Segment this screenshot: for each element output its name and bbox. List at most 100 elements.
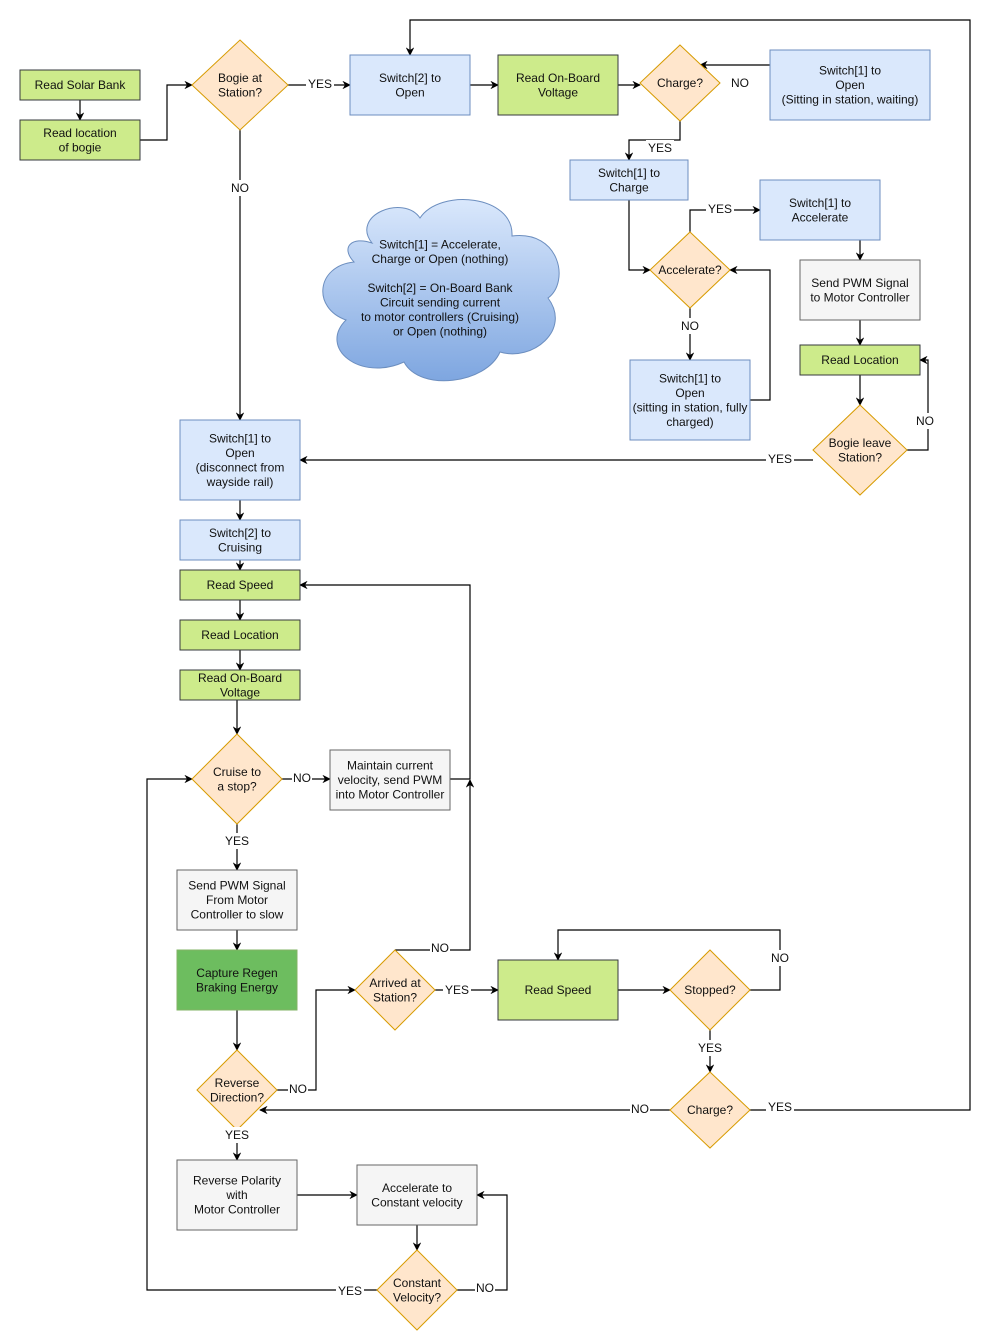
- bogie-leave-station-text: Station?: [838, 450, 882, 464]
- accelerate-q-text: Accelerate?: [658, 263, 722, 277]
- constant-velocity-text: Velocity?: [393, 1290, 441, 1304]
- connector-arrow: [146, 774, 377, 1291]
- bogie-at-station-text: Station?: [218, 85, 262, 99]
- edge-label-bg: [306, 76, 334, 92]
- note-cloud-text: Circuit sending current: [380, 296, 501, 310]
- edge-label-bg: [680, 318, 700, 334]
- connector-arrow: [907, 355, 929, 451]
- edge-label-bg: [430, 940, 450, 956]
- edge-label-bg: [630, 1101, 650, 1117]
- read-onboard-voltage-main-text: Voltage: [220, 685, 260, 699]
- send-pwm-slow-text: Send PWM Signal: [188, 879, 285, 893]
- connector-arrow: [299, 580, 471, 780]
- switch1-open-disconnect-text: Open: [225, 446, 254, 460]
- edge-label-charge-bottom-no: NO: [631, 1102, 649, 1116]
- switch1-open-disconnect-text: wayside rail): [206, 475, 274, 489]
- edge-label-leave-yes: YES: [768, 452, 792, 466]
- switch2-open-box: [349, 54, 471, 116]
- read-onboard-voltage-top-text: Read On-Board: [516, 71, 600, 85]
- edge-label-charge-top-no: NO: [731, 76, 749, 90]
- cruise-to-stop-text: a stop?: [217, 779, 257, 793]
- edge-label-bg: [230, 180, 250, 196]
- send-pwm-motor-text: Send PWM Signal: [811, 276, 908, 290]
- switch1-open-waiting-text: Switch[1] to: [819, 64, 881, 78]
- read-speed-bottom-box: [497, 959, 619, 1021]
- edge-label-constant-yes: YES: [338, 1284, 362, 1298]
- switch2-cruising-box: [179, 519, 301, 561]
- accelerate-constant-text: Constant velocity: [371, 1195, 462, 1209]
- charge-bottom-text: Charge?: [687, 1103, 733, 1117]
- decision-stopped-q: Stopped?: [669, 949, 751, 1031]
- constant-velocity-diamond: [376, 1249, 458, 1331]
- edge-label-arrived-yes: YES: [445, 983, 469, 997]
- process-read-speed-bottom: Read Speed: [497, 959, 619, 1021]
- read-location-right-text: Read Location: [821, 353, 898, 367]
- edge-label-bg: [730, 75, 750, 91]
- edge-label-bg: [288, 1081, 308, 1097]
- accelerate-q-diamond: [649, 231, 731, 309]
- reverse-polarity-text: Reverse Polarity: [193, 1174, 281, 1188]
- send-pwm-motor-box: [799, 259, 921, 321]
- connector-arrow: [140, 80, 193, 141]
- switch1-open-charged-text: Open: [675, 386, 704, 400]
- switch1-open-disconnect-text: Switch[1] to: [209, 431, 271, 445]
- switch1-charge-text: Switch[1] to: [598, 166, 660, 180]
- note-cloud-text: Charge or Open (nothing): [372, 252, 509, 266]
- connector-arrow: [628, 200, 651, 275]
- read-solar-bank-box: [19, 69, 141, 101]
- edge-label-bg: [766, 1099, 794, 1115]
- maintain-velocity-text: velocity, send PWM: [338, 773, 442, 787]
- note-cloud-text: Switch[1] = Accelerate,: [379, 238, 501, 252]
- charge-bottom-diamond: [669, 1071, 751, 1149]
- switch1-charge-text: Charge: [609, 180, 649, 194]
- switch1-open-charged-text: (sitting in station, fully: [633, 400, 748, 414]
- read-onboard-voltage-top-box: [497, 54, 619, 116]
- edge-label-bg: [770, 950, 790, 966]
- reverse-polarity-text: Motor Controller: [194, 1203, 280, 1217]
- maintain-velocity-box: [329, 749, 451, 811]
- edge-labels: YESNONOYESYESNONOYESNOYESNOYESNOYESNOYES…: [223, 75, 935, 1299]
- switch1-accelerate-text: Switch[1] to: [789, 196, 851, 210]
- switch1-open-charged-text: charged): [666, 415, 713, 429]
- edge-label-bg: [766, 451, 794, 467]
- switch1-open-charged-box: [629, 359, 751, 441]
- process-read-location-right: Read Location: [799, 344, 921, 376]
- switch1-open-disconnect-box: [179, 419, 301, 501]
- switch1-open-disconnect-text: (disconnect from: [196, 460, 285, 474]
- send-pwm-slow-box: [176, 869, 298, 931]
- read-onboard-voltage-main-box: [179, 669, 301, 701]
- edge-label-arrived-no: NO: [431, 941, 449, 955]
- read-location-bogie-text: of bogie: [59, 140, 102, 154]
- capture-regen-text: Capture Regen: [196, 966, 277, 980]
- process-read-location-main: Read Location: [179, 619, 301, 651]
- edge-label-bg: [475, 1280, 495, 1296]
- capture-regen-box: [176, 949, 298, 1011]
- switch2-open-text: Open: [395, 85, 424, 99]
- cloud-shape: [322, 199, 560, 382]
- read-location-right-box: [799, 344, 921, 376]
- edge-label-bg: [646, 140, 674, 156]
- send-pwm-motor-text: to Motor Controller: [810, 290, 909, 304]
- edge-label-charge-bottom-yes: YES: [768, 1100, 792, 1114]
- edge-label-bg: [292, 770, 312, 786]
- edge-label-accelerate-yes: YES: [708, 202, 732, 216]
- edge-label-bg: [223, 833, 251, 849]
- edge-label-bogie-station-no: NO: [231, 181, 249, 195]
- switch1-open-waiting-text: (Sitting in station, waiting): [782, 93, 919, 107]
- edge-label-bogie-station-yes: YES: [308, 77, 332, 91]
- connector-arrow: [395, 779, 475, 951]
- stopped-q-text: Stopped?: [684, 983, 736, 997]
- edge-label-bg: [443, 982, 471, 998]
- note-cloud-text: or Open (nothing): [393, 325, 487, 339]
- connector-arrow: [553, 929, 781, 991]
